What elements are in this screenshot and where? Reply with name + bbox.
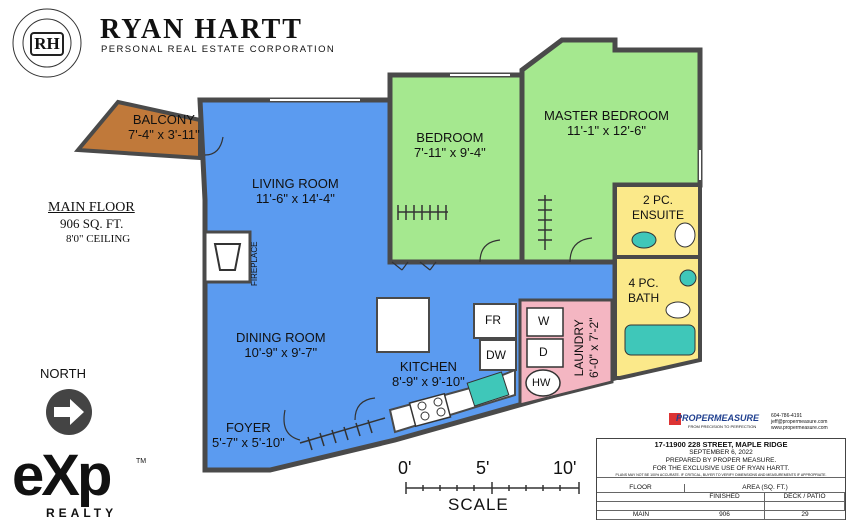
washer [526,307,564,337]
floor-area: 906 SQ. FT. [60,216,124,231]
ensuite-label: 2 PC.ENSUITE [632,193,685,222]
balcony-area [73,99,202,161]
proper-measure-phone: 604-786-4191 [771,413,803,419]
brand-monogram-icon [12,8,82,78]
kitchen-sink [466,371,510,407]
fridge [473,303,517,339]
hot-water-label: HW [532,377,551,389]
col-finished: FINISHED [685,493,765,502]
bath-toilet [665,301,691,319]
proper-measure-email: jeff@propermeasure.com [771,419,828,425]
info-table: 17-11900 228 STREET, MAPLE RIDGE SEPTEMB… [596,438,846,520]
fridge-label: FR [485,313,501,327]
scale-tick-5: 5' [476,458,490,478]
exp-logo: eXp [12,443,112,508]
info-address: 17-11900 228 STREET, MAPLE RIDGE [654,440,788,449]
dryer [526,338,564,368]
bathtub [624,324,696,356]
proper-measure-logo-icon [669,413,681,425]
floor-title: MAIN FLOOR [48,200,135,215]
scale-label: SCALE [448,495,509,514]
brand-monogram: RH [34,34,60,53]
stove [408,392,452,428]
proper-measure-sub: FROM PRECISION TO PERFECTION [688,424,757,429]
row-deck: 29 [765,511,845,520]
bath-label: 4 PC.BATH [628,276,660,305]
info-prepared-by: PREPARED BY PROPER MEASURE. [665,457,777,464]
exp-tm: TM [136,458,147,465]
dishwasher-label: DW [486,348,506,362]
brand-name: RYAN HARTT [100,14,303,45]
row-finished: 906 [685,511,765,520]
col-deck: DECK / PATIO [765,493,845,502]
col-floor: FLOOR [597,484,685,493]
row-floor: MAIN [597,511,685,520]
ensuite-toilet [674,222,696,248]
north-arrow-icon [46,389,92,435]
bath-sink [679,269,697,287]
bedroom-area [387,72,525,265]
exp-realty: REALTY [46,506,118,520]
scale-bar [405,482,580,494]
kitchen-island [376,297,430,353]
info-date: SEPTEMBER 6, 2022 [689,449,753,456]
master-bedroom-area [519,37,703,265]
fireplace-box [203,230,252,284]
info-disclaimer: PLANS MAY NOT BE 100% ACCURATE. IF CRITI… [615,473,827,477]
fireplace-label: FIREPLACE [250,241,259,286]
col-area: AREA (SQ. FT.) [685,484,845,493]
floor-ceiling: 8'0" CEILING [66,233,131,245]
north-label: NORTH [40,366,86,381]
brand-tagline: PERSONAL REAL ESTATE CORPORATION [101,44,336,55]
scale-tick-0: 0' [398,458,412,478]
info-prepared-for: FOR THE EXCLUSIVE USE OF RYAN HARTT. [652,465,790,472]
ensuite-sink [631,231,657,249]
scale-tick-10: 10' [553,458,577,478]
proper-measure-name: PROPERMEASURE [676,413,760,423]
dryer-label: D [539,345,548,359]
washer-label: W [538,314,550,328]
hot-water-tank [525,369,561,397]
brand-logo: RH [10,6,84,80]
dishwasher [479,339,517,371]
proper-measure-web: www.propermeasure.com [771,425,828,431]
